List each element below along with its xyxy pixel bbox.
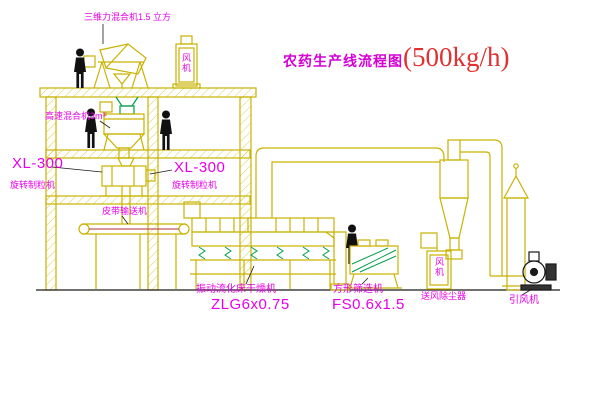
diagram-title: 农药生产线流程图 (500kg/h) — [283, 42, 509, 73]
belt-conveyor — [78, 223, 190, 289]
label-sieve-model: FS0.6x1.5 — [332, 296, 405, 313]
fluid-bed-dryer — [183, 201, 336, 289]
label-supply-fan: 风机 — [434, 257, 444, 277]
label-granulator-left-model: XL-300 — [12, 155, 64, 172]
title-capacity: (500kg/h) — [403, 42, 510, 72]
cyclone-separator — [439, 139, 469, 260]
exhaust-stack — [502, 163, 530, 291]
title-text: 农药生产线流程图 — [283, 53, 403, 69]
granulator — [100, 157, 156, 224]
label-dryer-model: ZLG6x0.75 — [211, 296, 290, 313]
exhaust-duct — [255, 147, 445, 218]
label-roof-fan: 风机 — [181, 53, 191, 73]
induced-draft-fan — [520, 251, 557, 291]
label-belt-conveyor: 皮带输送机 — [102, 206, 148, 216]
label-dryer-name: 振动流化床干燥机 — [196, 284, 276, 295]
label-granulator-mid-name: 旋转制粒机 — [172, 180, 218, 190]
square-sieve — [346, 239, 402, 289]
feed-chute — [115, 96, 139, 115]
label-sieve-name: 方形筛选机 — [333, 284, 383, 295]
supply-fan-unit — [420, 232, 452, 290]
discharge-chute — [325, 231, 350, 291]
label-granulator-left-name: 旋转制粒机 — [10, 180, 56, 190]
label-dust-remover: 送风除尘器 — [421, 291, 467, 301]
worker-figure — [74, 48, 86, 88]
vibration-springs — [198, 246, 330, 260]
worker-figure — [160, 110, 172, 150]
roof-fan-unit — [172, 35, 201, 89]
label-high-speed-mixer: 高速混合机3m³ — [45, 111, 106, 121]
label-granulator-mid-model: XL-300 — [174, 159, 226, 176]
fan-duct — [460, 139, 524, 287]
leader-lines — [51, 24, 533, 296]
label-3d-mixer: 三维力混合机1.5 立方 — [84, 12, 172, 22]
mixer-3d — [83, 43, 149, 89]
label-induced-fan: 引风机 — [509, 295, 539, 306]
